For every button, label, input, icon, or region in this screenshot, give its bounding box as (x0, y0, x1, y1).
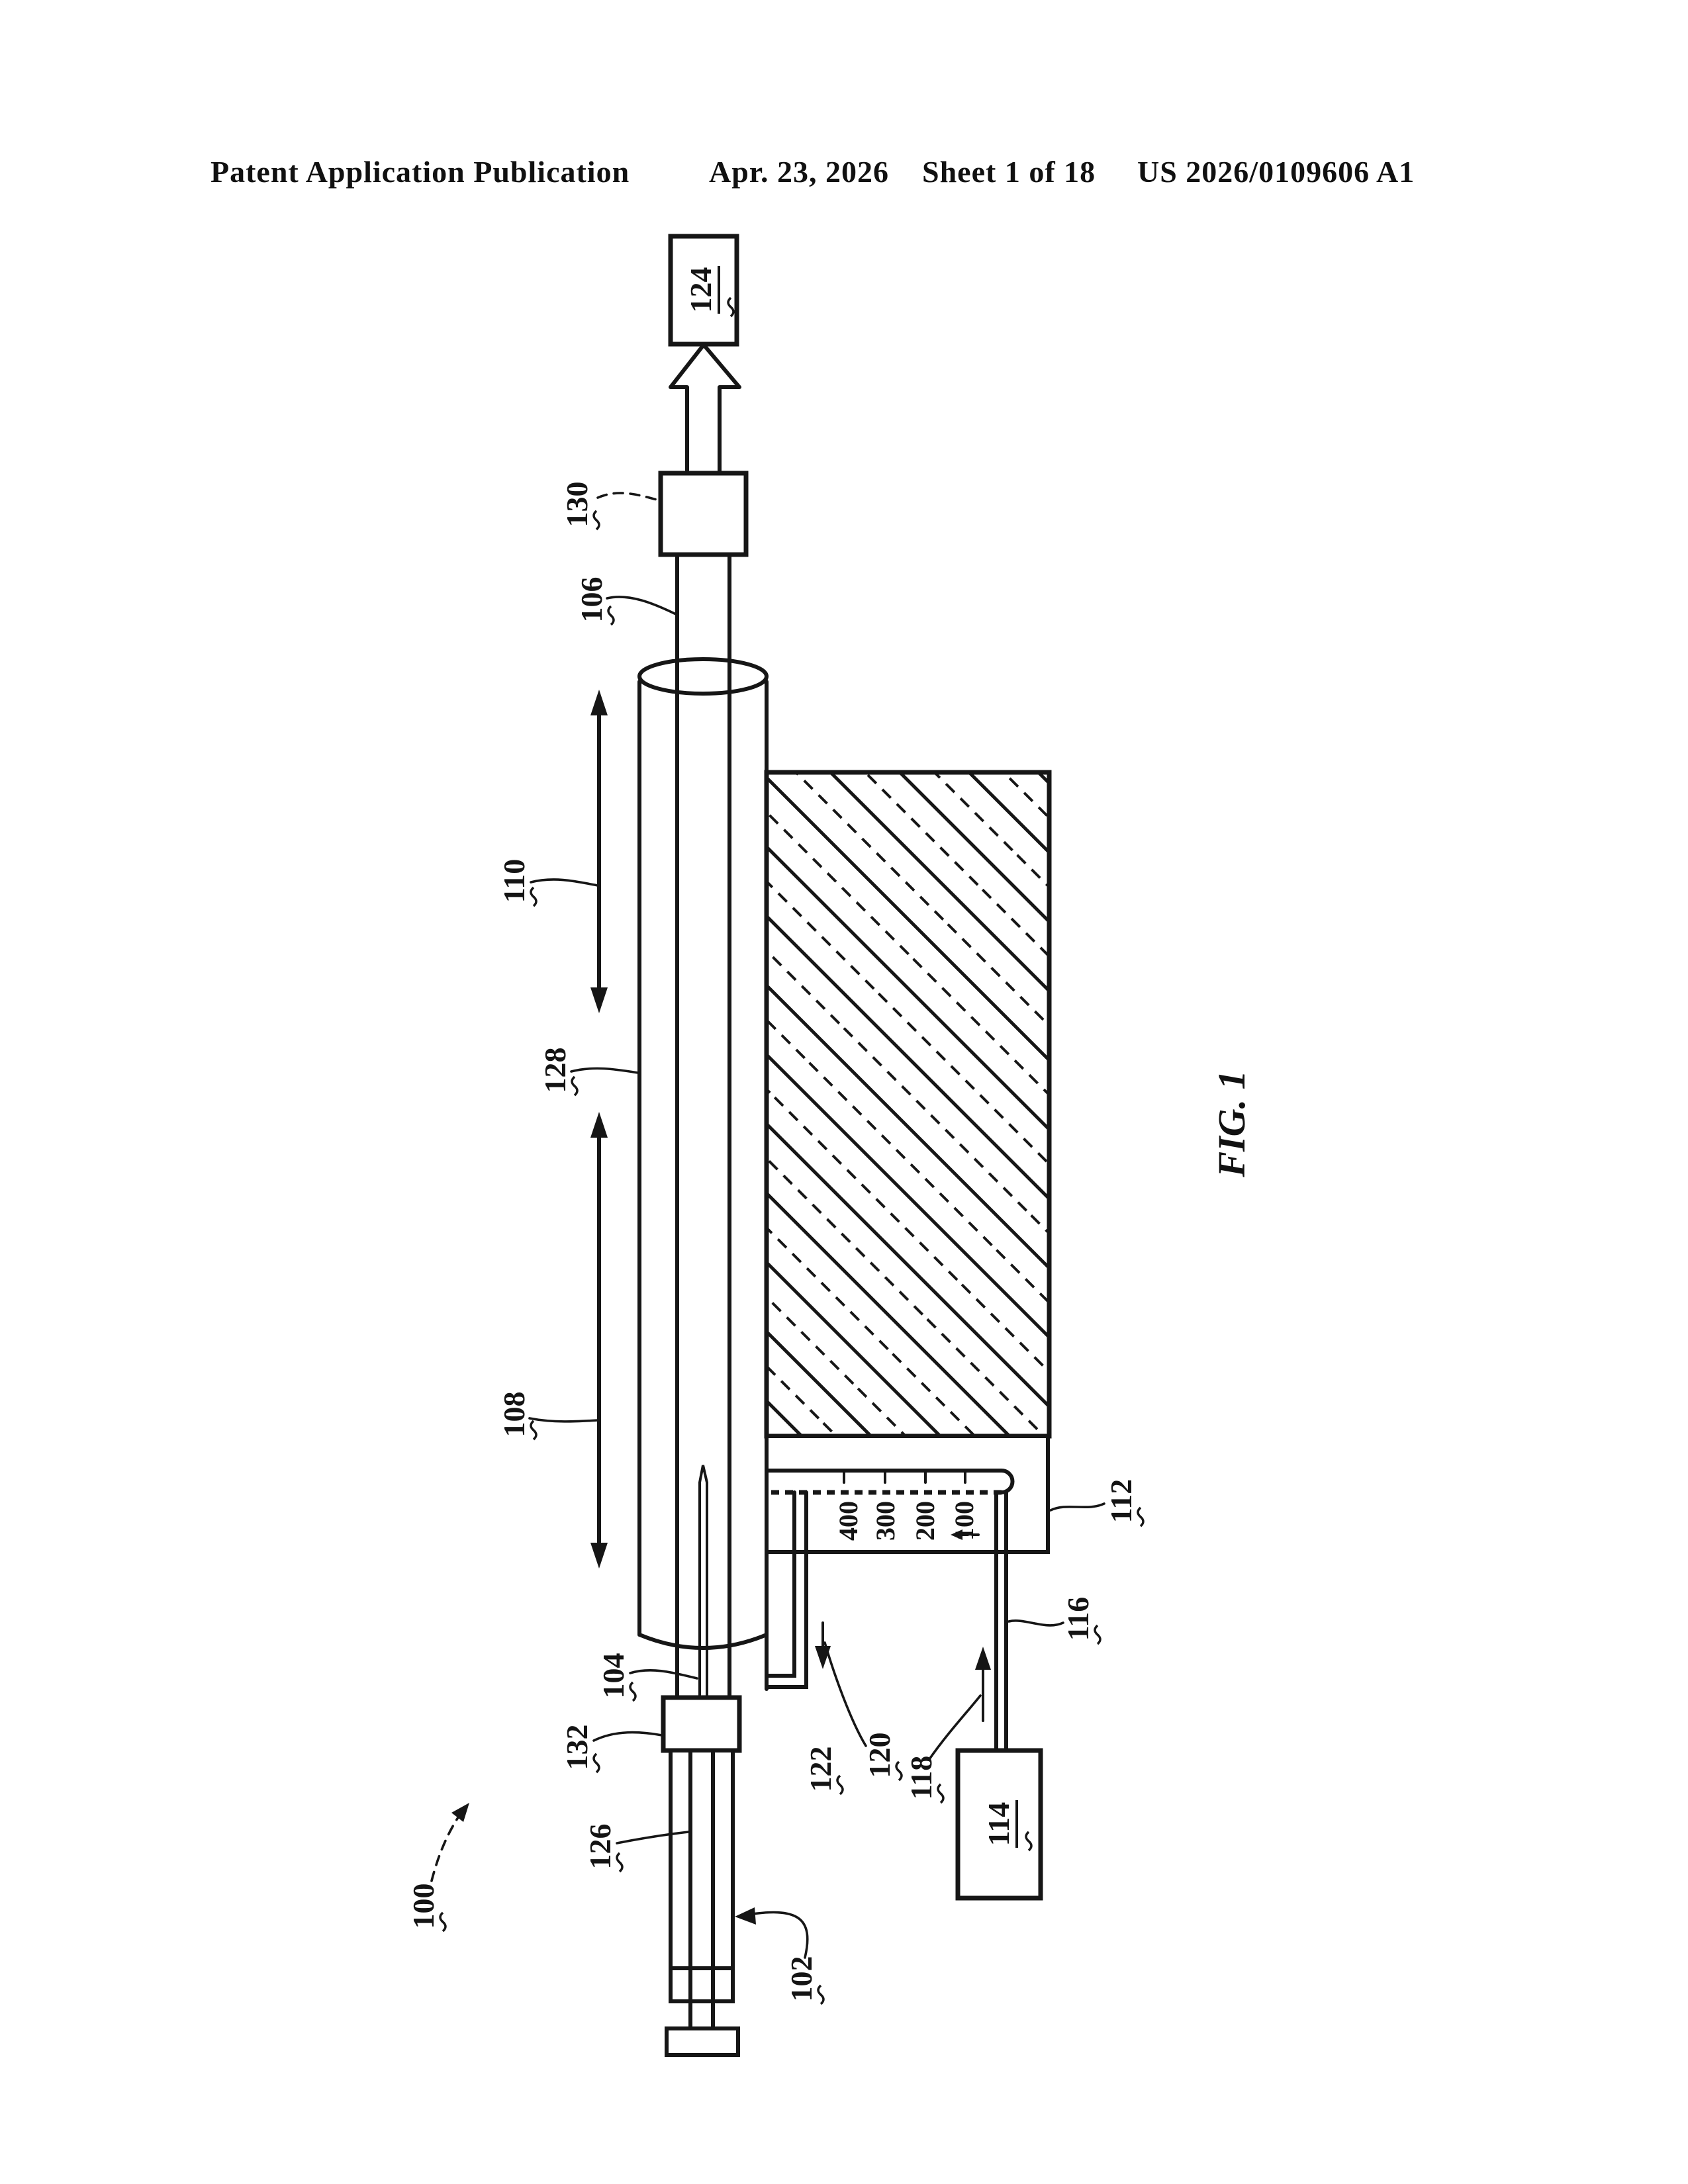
ref-label-128: 128 (538, 1048, 579, 1097)
plunger-assembly-126 (665, 1749, 740, 2057)
ref-label-102: 102 (784, 1956, 825, 2005)
scale-mark-400: 400 (833, 1501, 863, 1541)
ref-label-106: 106 (575, 577, 615, 626)
ref-label-116: 116 (1061, 1597, 1102, 1645)
scale-mark-300: 300 (870, 1501, 900, 1541)
ref-label-122: 122 (804, 1747, 844, 1796)
svg-text:300: 300 (870, 1501, 900, 1541)
ref-label-132: 132 (560, 1725, 600, 1774)
svg-text:110: 110 (497, 859, 531, 903)
svg-text:124: 124 (684, 267, 718, 313)
outlet-tube (765, 1490, 808, 1689)
plunger-rod-106 (675, 553, 731, 1700)
travel-arrow-108 (590, 1112, 608, 1569)
plunger-block-132 (661, 1695, 742, 1753)
ref-label-100: 100 (406, 1884, 447, 1933)
flow-block-arrow (669, 343, 741, 475)
flow-arrow-118 (975, 1647, 991, 1722)
ref-label-126: 126 (583, 1824, 624, 1873)
svg-text:128: 128 (538, 1048, 572, 1093)
header-publication-title: Patent Application Publication (211, 155, 630, 189)
ref-label-120: 120 (863, 1733, 903, 1782)
travel-arrow-110 (590, 690, 608, 1013)
ref-label-112: 112 (1104, 1479, 1145, 1527)
reservoir-box-114 (955, 1748, 1043, 1901)
svg-text:104: 104 (596, 1653, 630, 1699)
svg-text:400: 400 (833, 1501, 863, 1541)
svg-text:112: 112 (1104, 1479, 1138, 1523)
svg-text:200: 200 (910, 1501, 940, 1541)
flow-arrow-120 (815, 1621, 831, 1669)
leader-lines (528, 492, 1105, 1844)
ref-label-130: 130 (560, 482, 600, 531)
svg-text:106: 106 (575, 577, 608, 623)
syringe-barrel-128 (637, 657, 769, 1691)
scale-mark-100: 100 (949, 1501, 979, 1541)
svg-text:132: 132 (560, 1725, 594, 1770)
svg-text:122: 122 (804, 1747, 837, 1792)
svg-text:118: 118 (904, 1756, 938, 1799)
plunger-ref-arrow-102 (735, 1907, 809, 1959)
header-patent-number: US 2026/0109606 A1 (1137, 155, 1415, 189)
svg-text:116: 116 (1061, 1597, 1095, 1641)
svg-text:126: 126 (583, 1824, 617, 1870)
supply-tube-116 (994, 1490, 1008, 1752)
overall-ref-arrow-100 (430, 1803, 469, 1882)
scale-pointer-arrow (951, 1529, 980, 1540)
svg-text:108: 108 (497, 1392, 531, 1437)
header-sheet-count: Sheet 1 of 18 (922, 155, 1096, 189)
ref-label-114: 114 (982, 1800, 1033, 1852)
ref-label-118: 118 (904, 1756, 945, 1804)
ref-label-124: 124 (684, 266, 735, 318)
ref-label-110: 110 (497, 859, 538, 907)
svg-text:120: 120 (863, 1733, 896, 1778)
needle-104 (698, 1465, 708, 1699)
svg-text:100: 100 (406, 1884, 440, 1929)
coupler-block-130 (658, 471, 749, 557)
heated-block-112 (764, 770, 1052, 1554)
ref-label-104: 104 (596, 1653, 637, 1702)
svg-text:FIG. 1: FIG. 1 (1210, 1070, 1253, 1177)
svg-text:100: 100 (949, 1501, 979, 1541)
ref-label-108: 108 (497, 1392, 538, 1441)
figure-caption: FIG. 1 (1210, 1070, 1253, 1177)
scale-mark-200: 200 (910, 1501, 940, 1541)
header-date: Apr. 23, 2026 (709, 155, 889, 189)
svg-text:114: 114 (982, 1802, 1015, 1846)
svg-text:130: 130 (560, 482, 594, 527)
svg-text:102: 102 (784, 1956, 818, 2002)
